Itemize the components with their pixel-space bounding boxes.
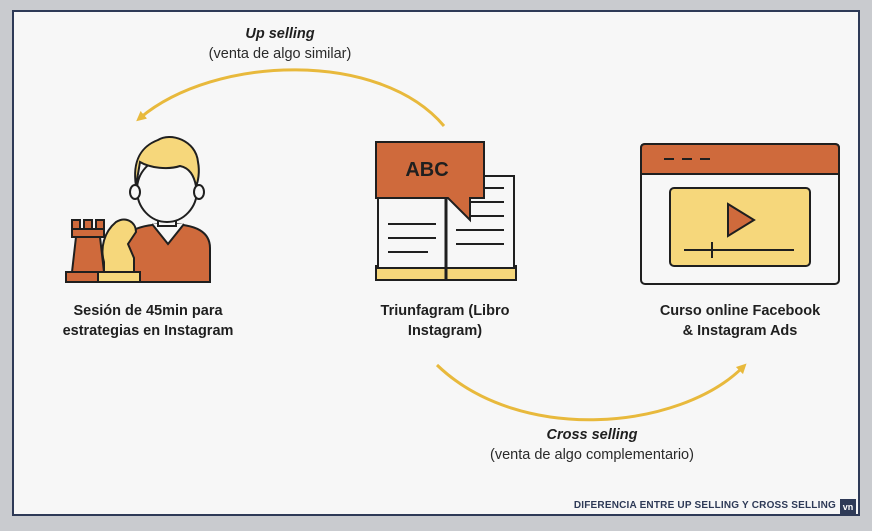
item-session-line1: Sesión de 45min para	[73, 303, 223, 319]
item-session-line2: estrategias en Instagram	[62, 323, 234, 339]
item-course: Curso online Facebook & Instagram Ads	[624, 301, 856, 341]
brand-logo: vn	[840, 499, 856, 515]
upsell-subtitle: (venta de algo similar)	[208, 46, 352, 62]
item-session: Sesión de 45min para estrategias en Inst…	[30, 301, 266, 341]
item-book: Triunfagram (Libro Instagram)	[340, 301, 550, 341]
item-book-line2: Instagram)	[407, 323, 483, 339]
footer-caption: DIFERENCIA ENTRE UP SELLING Y CROSS SELL…	[573, 500, 836, 511]
item-book-line1: Triunfagram (Libro	[380, 303, 510, 319]
upsell-arrow	[136, 68, 446, 127]
crosssell-arrow	[435, 363, 747, 422]
person-chess-icon	[65, 135, 211, 283]
item-course-line1: Curso online Facebook	[659, 303, 821, 319]
book-icon	[375, 141, 517, 281]
crosssell-subtitle: (venta de algo complementario)	[490, 447, 694, 463]
item-course-line2: & Instagram Ads	[682, 323, 798, 339]
book-badge: ABC	[405, 159, 448, 181]
video-course-icon	[640, 143, 840, 285]
upsell-title: Up selling	[245, 26, 315, 42]
crosssell-title: Cross selling	[546, 427, 638, 443]
